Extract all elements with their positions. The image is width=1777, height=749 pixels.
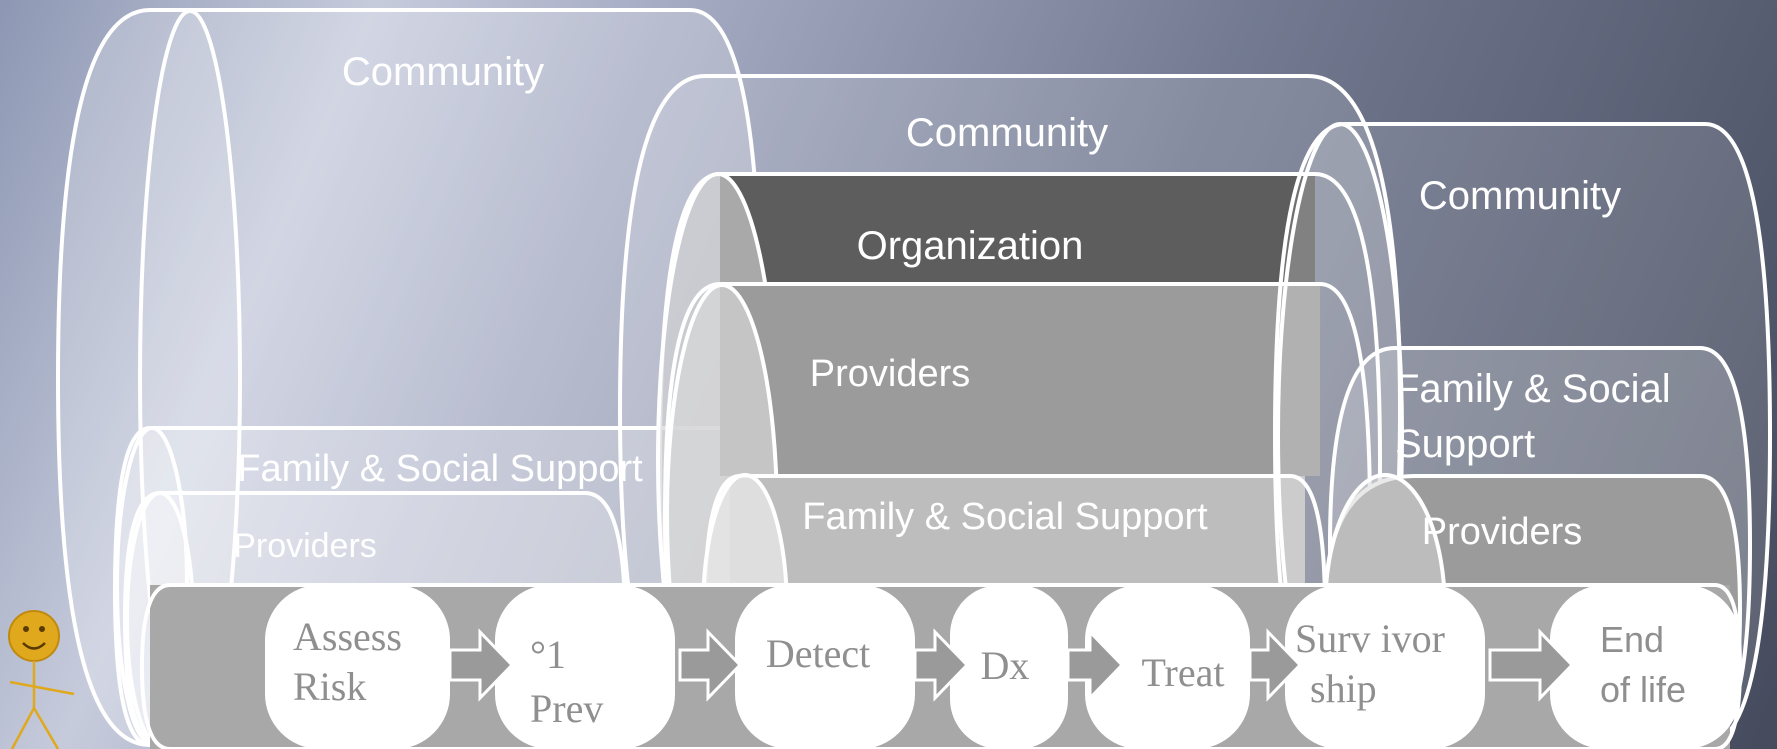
step-prevent-line2: Prev [530, 686, 603, 731]
step-assess-line1: Assess [293, 614, 402, 659]
middle-family-label: Family & Social Support [802, 496, 1208, 538]
left-family-label: Family & Social Support [237, 448, 643, 490]
block-arrow-right-icon [1488, 628, 1575, 702]
figure-arms [9, 680, 75, 696]
smiley-stick-figure-icon [8, 610, 75, 749]
left-community-label: Community [342, 50, 544, 94]
figure-eye-right [39, 626, 45, 632]
step-prevent-line1: °1 [530, 632, 566, 677]
right-community-label: Community [1419, 174, 1621, 218]
middle-providers-label: Providers [810, 353, 971, 395]
step-end-line1: End [1600, 619, 1664, 660]
step-survivor-line2: ship [1310, 666, 1377, 711]
step-detect-pill [735, 585, 915, 749]
continuum-steps: Assess Risk °1 Prev Detect Dx Treat Surv… [139, 583, 1743, 749]
figure-leg-right [32, 707, 60, 749]
step-assess-line2: Risk [293, 664, 366, 709]
step-treat-label: Treat [1142, 650, 1225, 695]
step-survivor-line1: Surv ivor [1295, 616, 1445, 661]
step-treat-pill [1085, 585, 1250, 749]
figure-head [8, 610, 60, 662]
left-providers-label: Providers [233, 527, 377, 565]
block-arrow-right-icon [1066, 628, 1125, 702]
block-arrow-right-icon [1248, 628, 1303, 702]
continuum-track-outline [139, 583, 1743, 749]
organization-band [720, 174, 1315, 284]
figure-leg-left [10, 707, 36, 749]
right-providers-label: Providers [1422, 511, 1583, 553]
step-end-line2: of life [1600, 669, 1686, 710]
middle-family-band [730, 476, 1305, 588]
step-dx-pill [950, 585, 1068, 749]
providers-band [720, 284, 1320, 476]
block-arrow-right-icon [678, 628, 743, 702]
middle-community-label: Community [906, 111, 1108, 155]
step-detect-label: Detect [766, 631, 870, 676]
step-survivor-pill [1285, 585, 1485, 749]
step-prevent-pill [495, 585, 675, 749]
block-arrow-right-icon [913, 628, 970, 702]
right-family-label-line1: Family & Social [1395, 367, 1671, 411]
step-dx-label: Dx [981, 643, 1030, 688]
middle-organization-label: Organization [857, 224, 1084, 268]
step-end-pill [1550, 585, 1740, 749]
figure-smile [22, 642, 46, 650]
figure-eye-left [23, 626, 29, 632]
block-arrow-right-icon [448, 628, 515, 702]
step-assess-pill [265, 585, 450, 749]
right-family-label-line2: Support [1395, 422, 1535, 466]
